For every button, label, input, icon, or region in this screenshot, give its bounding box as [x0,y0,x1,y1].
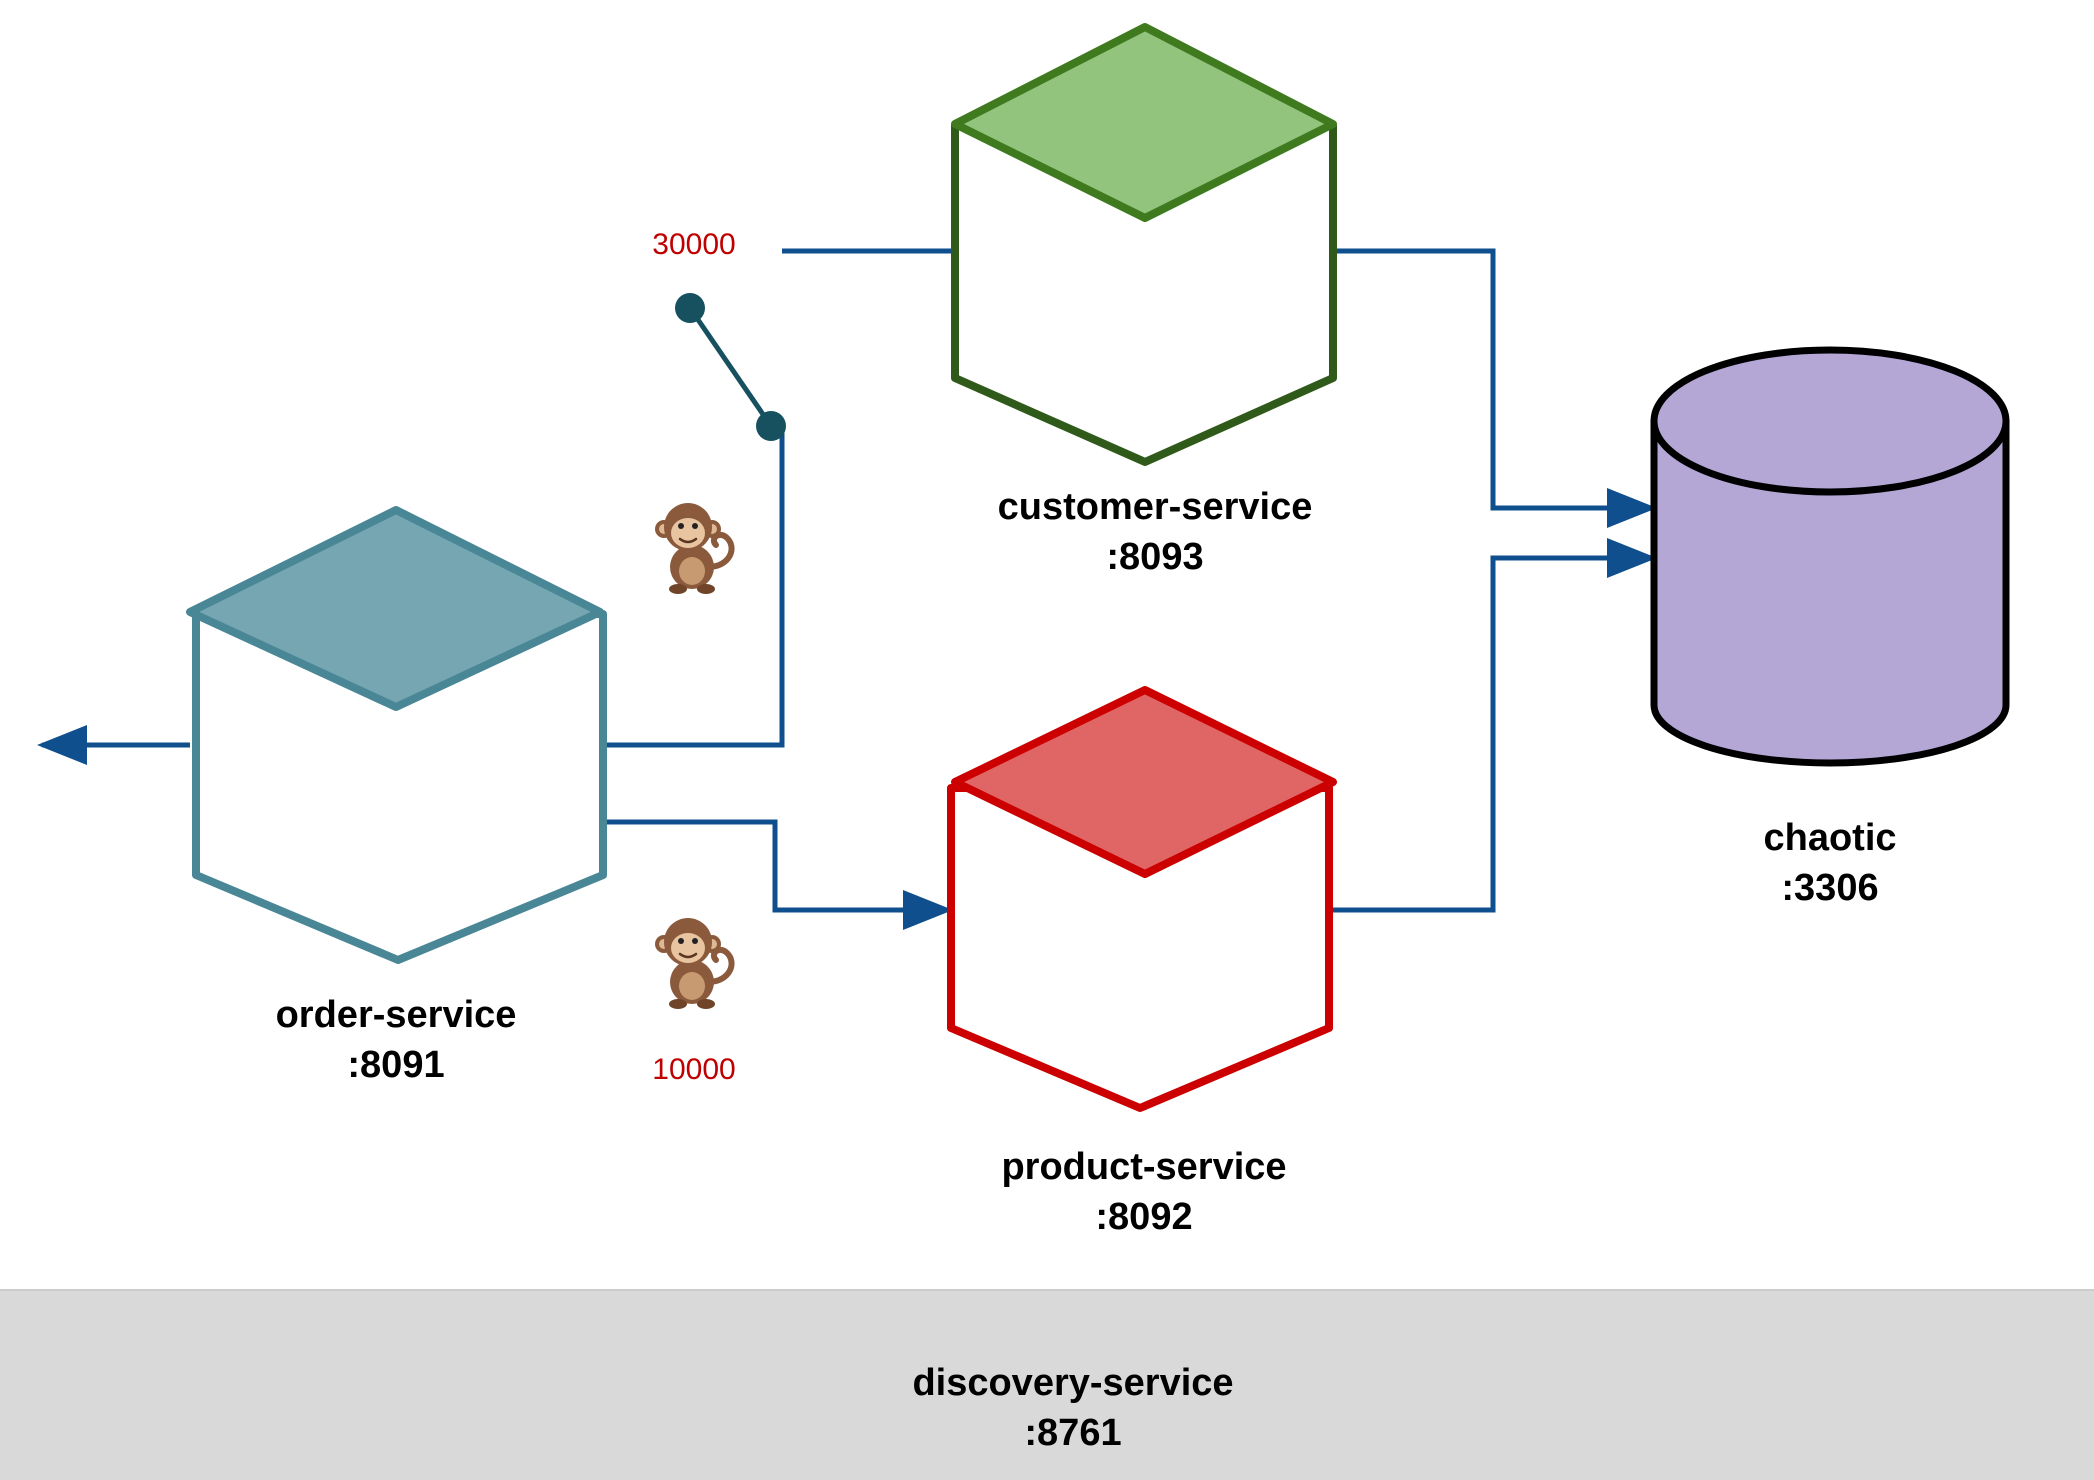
customer-timeout-label: 30000 [652,228,735,261]
monkey-icon [655,918,732,1009]
database-cylinder [1650,346,2010,767]
order-service-cube-top [186,506,604,711]
order-to-product-arrow [605,819,953,930]
order-service-cube [186,506,607,964]
open-switch-icon [675,293,786,441]
discovery-service-port: :8761 [1024,1412,1121,1454]
customer-to-db-arrow [1333,248,1657,528]
product-timeout-label: 10000 [652,1053,735,1086]
customer-service-port: :8093 [1106,536,1203,578]
discovery-service-name: discovery-service [912,1362,1233,1404]
database-cylinder-body [1650,417,2010,767]
discovery-service-band [0,1290,2094,1480]
order-to-breaker-connector [605,426,785,748]
product-service-name: product-service [1001,1146,1286,1188]
database-name: chaotic [1763,817,1896,859]
order-service-port: :8091 [347,1044,444,1086]
product-to-db-arrow [1333,538,1657,913]
product-service-cube-top [951,686,1337,878]
database-port: :3306 [1781,867,1878,909]
product-service-port: :8092 [1095,1196,1192,1238]
order-service-name: order-service [276,994,517,1036]
monkey-icon [655,503,732,594]
database-cylinder-top [1650,346,2010,496]
customer-service-name: customer-service [998,486,1313,528]
product-service-cube [947,686,1337,1112]
connectors [37,248,1657,930]
customer-service-cube [951,23,1337,466]
customer-service-cube-top [951,23,1337,222]
